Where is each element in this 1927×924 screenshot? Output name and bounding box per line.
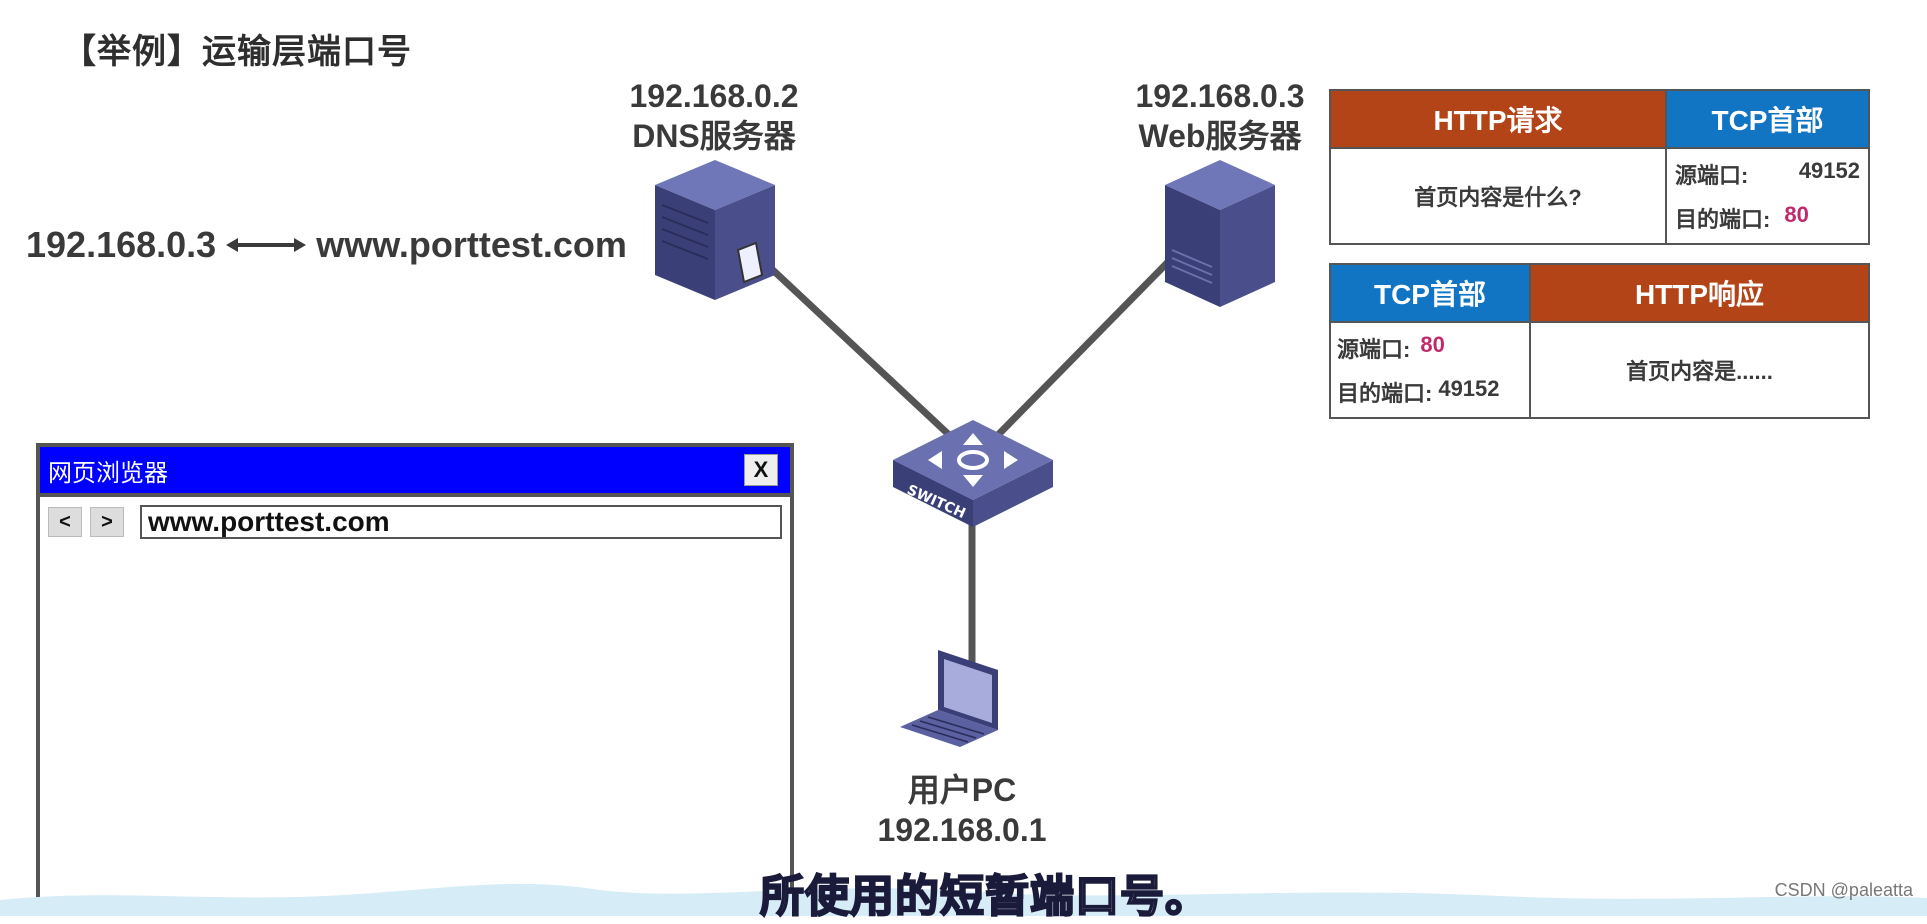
link-dns-switch — [757, 255, 965, 450]
dns-server-name: DNS服务器 — [632, 118, 796, 154]
dns-mapping-domain: www.porttest.com — [316, 224, 627, 265]
browser-title: 网页浏览器 — [48, 459, 168, 487]
back-button[interactable]: < — [48, 507, 82, 537]
watermark: CSDN @paleatta — [1774, 880, 1913, 900]
close-button[interactable]: X — [744, 454, 778, 486]
request-dst-port: 80 — [1784, 202, 1809, 227]
address-bar[interactable]: www.porttest.com — [140, 505, 782, 539]
response-http-header: HTTP响应 — [1529, 265, 1868, 323]
web-server-name: Web服务器 — [1138, 118, 1302, 154]
response-tcp-fields: 源端口: 80 目的端口:49152 — [1331, 323, 1529, 417]
web-server-icon — [1165, 160, 1275, 307]
request-http-body: 首页内容是什么? — [1414, 185, 1582, 210]
request-tcp-fields: 源端口: 49152 目的端口: 80 — [1665, 149, 1868, 243]
response-src-port: 80 — [1420, 332, 1445, 357]
video-subtitle: 所使用的短暂端口号。 — [759, 871, 1210, 922]
laptop-icon — [900, 650, 998, 747]
http-response-message: TCP首部 HTTP响应 源端口: 80 目的端口:49152 首页内容是....… — [1329, 263, 1870, 419]
request-http-header: HTTP请求 — [1331, 91, 1665, 149]
user-pc-ip: 192.168.0.1 — [877, 812, 1047, 848]
response-src-label: 源端口: — [1337, 337, 1411, 362]
dns-server-icon — [655, 160, 775, 300]
response-dst-label: 目的端口: — [1337, 381, 1433, 406]
link-web-switch — [993, 259, 1171, 440]
request-tcp-header: TCP首部 — [1665, 91, 1868, 149]
http-request-message: HTTP请求 TCP首部 首页内容是什么? 源端口: 49152 目的端口: 80 — [1329, 89, 1870, 245]
user-pc-label: 用户PC 192.168.0.1 — [862, 770, 1062, 850]
dns-mapping-ip: 192.168.0.3 — [26, 224, 217, 265]
request-dst-label: 目的端口: — [1675, 207, 1771, 232]
response-http-body: 首页内容是...... — [1529, 323, 1868, 417]
page-title: 【举例】运输层端口号 — [62, 33, 412, 71]
request-src-port: 49152 — [1798, 158, 1860, 183]
double-arrow-icon — [226, 238, 307, 252]
dns-server-label: 192.168.0.2 DNS服务器 — [614, 76, 814, 156]
browser-titlebar: 网页浏览器 X — [40, 447, 790, 497]
web-server-ip: 192.168.0.3 — [1135, 78, 1305, 114]
response-tcp-header: TCP首部 — [1331, 265, 1529, 323]
user-pc-name: 用户PC — [907, 772, 1017, 808]
forward-button[interactable]: > — [90, 507, 124, 537]
browser-toolbar: < > www.porttest.com — [40, 497, 790, 547]
dns-mapping: 192.168.0.3 www.porttest.com — [26, 224, 627, 266]
dns-server-ip: 192.168.0.2 — [629, 78, 799, 114]
response-dst-port: 49152 — [1438, 376, 1500, 401]
wave-decoration — [0, 883, 1927, 916]
request-src-label: 源端口: — [1675, 163, 1749, 188]
switch-icon: SWITCH — [893, 420, 1053, 527]
web-server-label: 192.168.0.3 Web服务器 — [1120, 76, 1320, 156]
browser-window: 网页浏览器 X < > www.porttest.com — [36, 443, 794, 903]
